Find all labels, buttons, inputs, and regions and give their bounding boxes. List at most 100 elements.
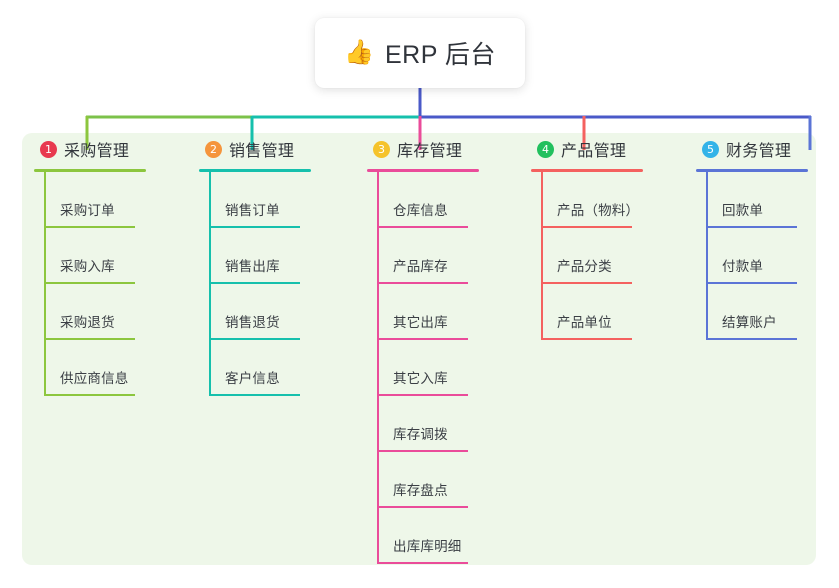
item-spine (209, 284, 211, 340)
diagram-panel-background (22, 133, 816, 565)
item-spine (209, 340, 211, 396)
list-item[interactable]: 采购入库 (44, 228, 189, 284)
column-采购管理: 1 采购管理采购订单采购入库采购退货供应商信息 (24, 133, 189, 396)
list-item[interactable]: 采购退货 (44, 284, 189, 340)
list-item[interactable]: 客户信息 (209, 340, 354, 396)
item-label: 产品库存 (393, 259, 448, 274)
item-spine (44, 172, 46, 228)
column-header-rule (34, 169, 146, 172)
column-header-rule (367, 169, 479, 172)
item-label: 销售订单 (225, 203, 280, 218)
item-spine (44, 340, 46, 396)
list-item[interactable]: 其它出库 (377, 284, 522, 340)
column-库存管理: 3 库存管理仓库信息产品库存其它出库其它入库库存调拨库存盘点出库库明细 (357, 133, 522, 564)
item-rule (706, 226, 797, 228)
column-title: 财务管理 (726, 143, 792, 160)
item-rule (541, 282, 632, 284)
list-item[interactable]: 产品单位 (541, 284, 686, 340)
thumbs-up-icon: 👍 (344, 39, 374, 66)
column-item-list: 仓库信息产品库存其它出库其它入库库存调拨库存盘点出库库明细 (377, 172, 522, 564)
item-rule (44, 226, 135, 228)
list-item[interactable]: 结算账户 (706, 284, 839, 340)
list-item[interactable]: 产品（物料） (541, 172, 686, 228)
column-item-list: 回款单付款单结算账户 (706, 172, 839, 340)
root-node[interactable]: 👍 ERP 后台 (315, 18, 525, 88)
list-item[interactable]: 出库库明细 (377, 508, 522, 564)
column-number-badge: 2 (205, 140, 222, 158)
item-rule (209, 282, 300, 284)
item-spine (44, 284, 46, 340)
list-item[interactable]: 采购订单 (44, 172, 189, 228)
item-rule (377, 506, 468, 508)
item-spine (706, 172, 708, 228)
column-title: 库存管理 (397, 143, 463, 160)
column-item-list: 销售订单销售出库销售退货客户信息 (209, 172, 354, 396)
item-rule (44, 394, 135, 396)
item-label: 其它入库 (393, 371, 448, 386)
item-rule (541, 226, 632, 228)
list-item[interactable]: 销售出库 (209, 228, 354, 284)
list-item[interactable]: 其它入库 (377, 340, 522, 396)
item-spine (706, 228, 708, 284)
item-spine (377, 508, 379, 564)
item-label: 客户信息 (225, 371, 280, 386)
column-title: 销售管理 (229, 143, 295, 160)
item-label: 产品分类 (557, 259, 612, 274)
list-item[interactable]: 产品分类 (541, 228, 686, 284)
item-rule (377, 450, 468, 452)
list-item[interactable]: 库存调拨 (377, 396, 522, 452)
item-rule (209, 394, 300, 396)
list-item[interactable]: 回款单 (706, 172, 839, 228)
column-header-rule (531, 169, 643, 172)
item-label: 产品（物料） (557, 203, 640, 218)
column-header-采购管理[interactable]: 1 采购管理 (24, 133, 189, 165)
item-spine (377, 172, 379, 228)
column-number-badge: 3 (373, 140, 390, 158)
item-rule (209, 226, 300, 228)
list-item[interactable]: 库存盘点 (377, 452, 522, 508)
list-item[interactable]: 供应商信息 (44, 340, 189, 396)
item-spine (706, 284, 708, 340)
column-title: 采购管理 (64, 143, 130, 160)
item-label: 销售出库 (225, 259, 280, 274)
item-label: 采购退货 (60, 315, 115, 330)
list-item[interactable]: 付款单 (706, 228, 839, 284)
item-label: 销售退货 (225, 315, 280, 330)
column-number-badge: 1 (40, 140, 57, 158)
item-label: 出库库明细 (393, 539, 462, 554)
item-spine (209, 228, 211, 284)
column-header-rule (696, 169, 808, 172)
item-label: 结算账户 (722, 315, 777, 330)
item-label: 仓库信息 (393, 203, 448, 218)
item-spine (541, 228, 543, 284)
list-item[interactable]: 销售退货 (209, 284, 354, 340)
item-spine (377, 228, 379, 284)
column-销售管理: 2 销售管理销售订单销售出库销售退货客户信息 (189, 133, 354, 396)
item-rule (377, 282, 468, 284)
item-label: 库存盘点 (393, 483, 448, 498)
column-item-list: 采购订单采购入库采购退货供应商信息 (44, 172, 189, 396)
column-header-销售管理[interactable]: 2 销售管理 (189, 133, 354, 165)
item-rule (541, 338, 632, 340)
item-rule (377, 562, 468, 564)
column-header-库存管理[interactable]: 3 库存管理 (357, 133, 522, 165)
list-item[interactable]: 销售订单 (209, 172, 354, 228)
category-columns: 1 采购管理采购订单采购入库采购退货供应商信息 2 销售管理销售订单销售出库销售退货客… (0, 133, 839, 565)
item-spine (541, 284, 543, 340)
list-item[interactable]: 产品库存 (377, 228, 522, 284)
item-spine (209, 172, 211, 228)
item-spine (541, 172, 543, 228)
root-title: ERP 后台 (384, 41, 496, 69)
item-rule (377, 338, 468, 340)
item-label: 回款单 (722, 203, 764, 218)
list-item[interactable]: 仓库信息 (377, 172, 522, 228)
item-spine (377, 396, 379, 452)
item-rule (377, 226, 468, 228)
item-label: 其它出库 (393, 315, 448, 330)
item-label: 付款单 (722, 259, 764, 274)
item-spine (377, 340, 379, 396)
item-label: 库存调拨 (393, 427, 448, 442)
